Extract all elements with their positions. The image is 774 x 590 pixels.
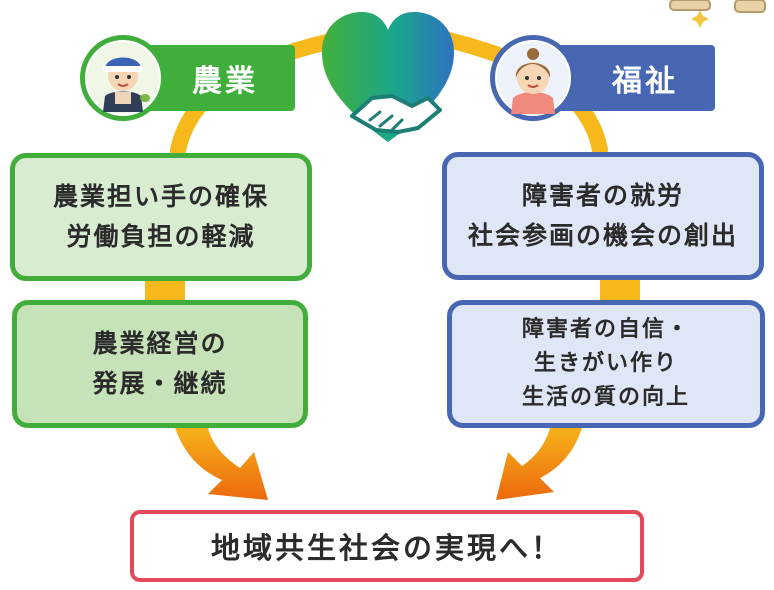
farmer-avatar-icon (80, 35, 166, 121)
welfare-box2-line-1: 障害者の自信・ (521, 317, 690, 342)
welfare-benefit-box-2: 障害者の自信・ 生きがい作り 生活の質の向上 (447, 300, 765, 428)
result-box: 地域共生社会の実現へ！ (130, 510, 644, 582)
sparkle-icon (669, 0, 766, 28)
welfare-box2-line-3: 生活の質の向上 (521, 385, 690, 410)
heart-handshake-icon (322, 12, 454, 142)
agriculture-box1-line-1: 農業担い手の確保 (52, 182, 269, 211)
welfare-box2-line-2: 生きがい作り (533, 351, 678, 376)
agriculture-benefit-box-2: 農業経営の 発展・継続 (12, 300, 308, 428)
agriculture-box1-line-2: 労働負担の軽減 (66, 222, 256, 251)
caregiver-avatar-icon (490, 35, 576, 121)
left-arrow (175, 428, 268, 500)
welfare-benefit-box-1: 障害者の就労 社会参画の機会の創出 (442, 152, 764, 280)
agriculture-box2-line-1: 農業経営の (92, 329, 228, 358)
agriculture-benefit-box-1: 農業担い手の確保 労働負担の軽減 (10, 153, 312, 281)
right-connector (600, 278, 640, 304)
left-connector (145, 278, 185, 304)
welfare-box1-line-1: 障害者の就労 (521, 181, 684, 210)
result-label: 地域共生社会の実現へ！ (210, 531, 563, 565)
agriculture-header-label: 農業 (192, 64, 258, 99)
welfare-header-label: 福祉 (612, 64, 678, 99)
right-arrow (496, 428, 582, 500)
agriculture-box2-line-2: 発展・継続 (92, 369, 228, 398)
welfare-box1-line-2: 社会参画の機会の創出 (467, 221, 738, 250)
